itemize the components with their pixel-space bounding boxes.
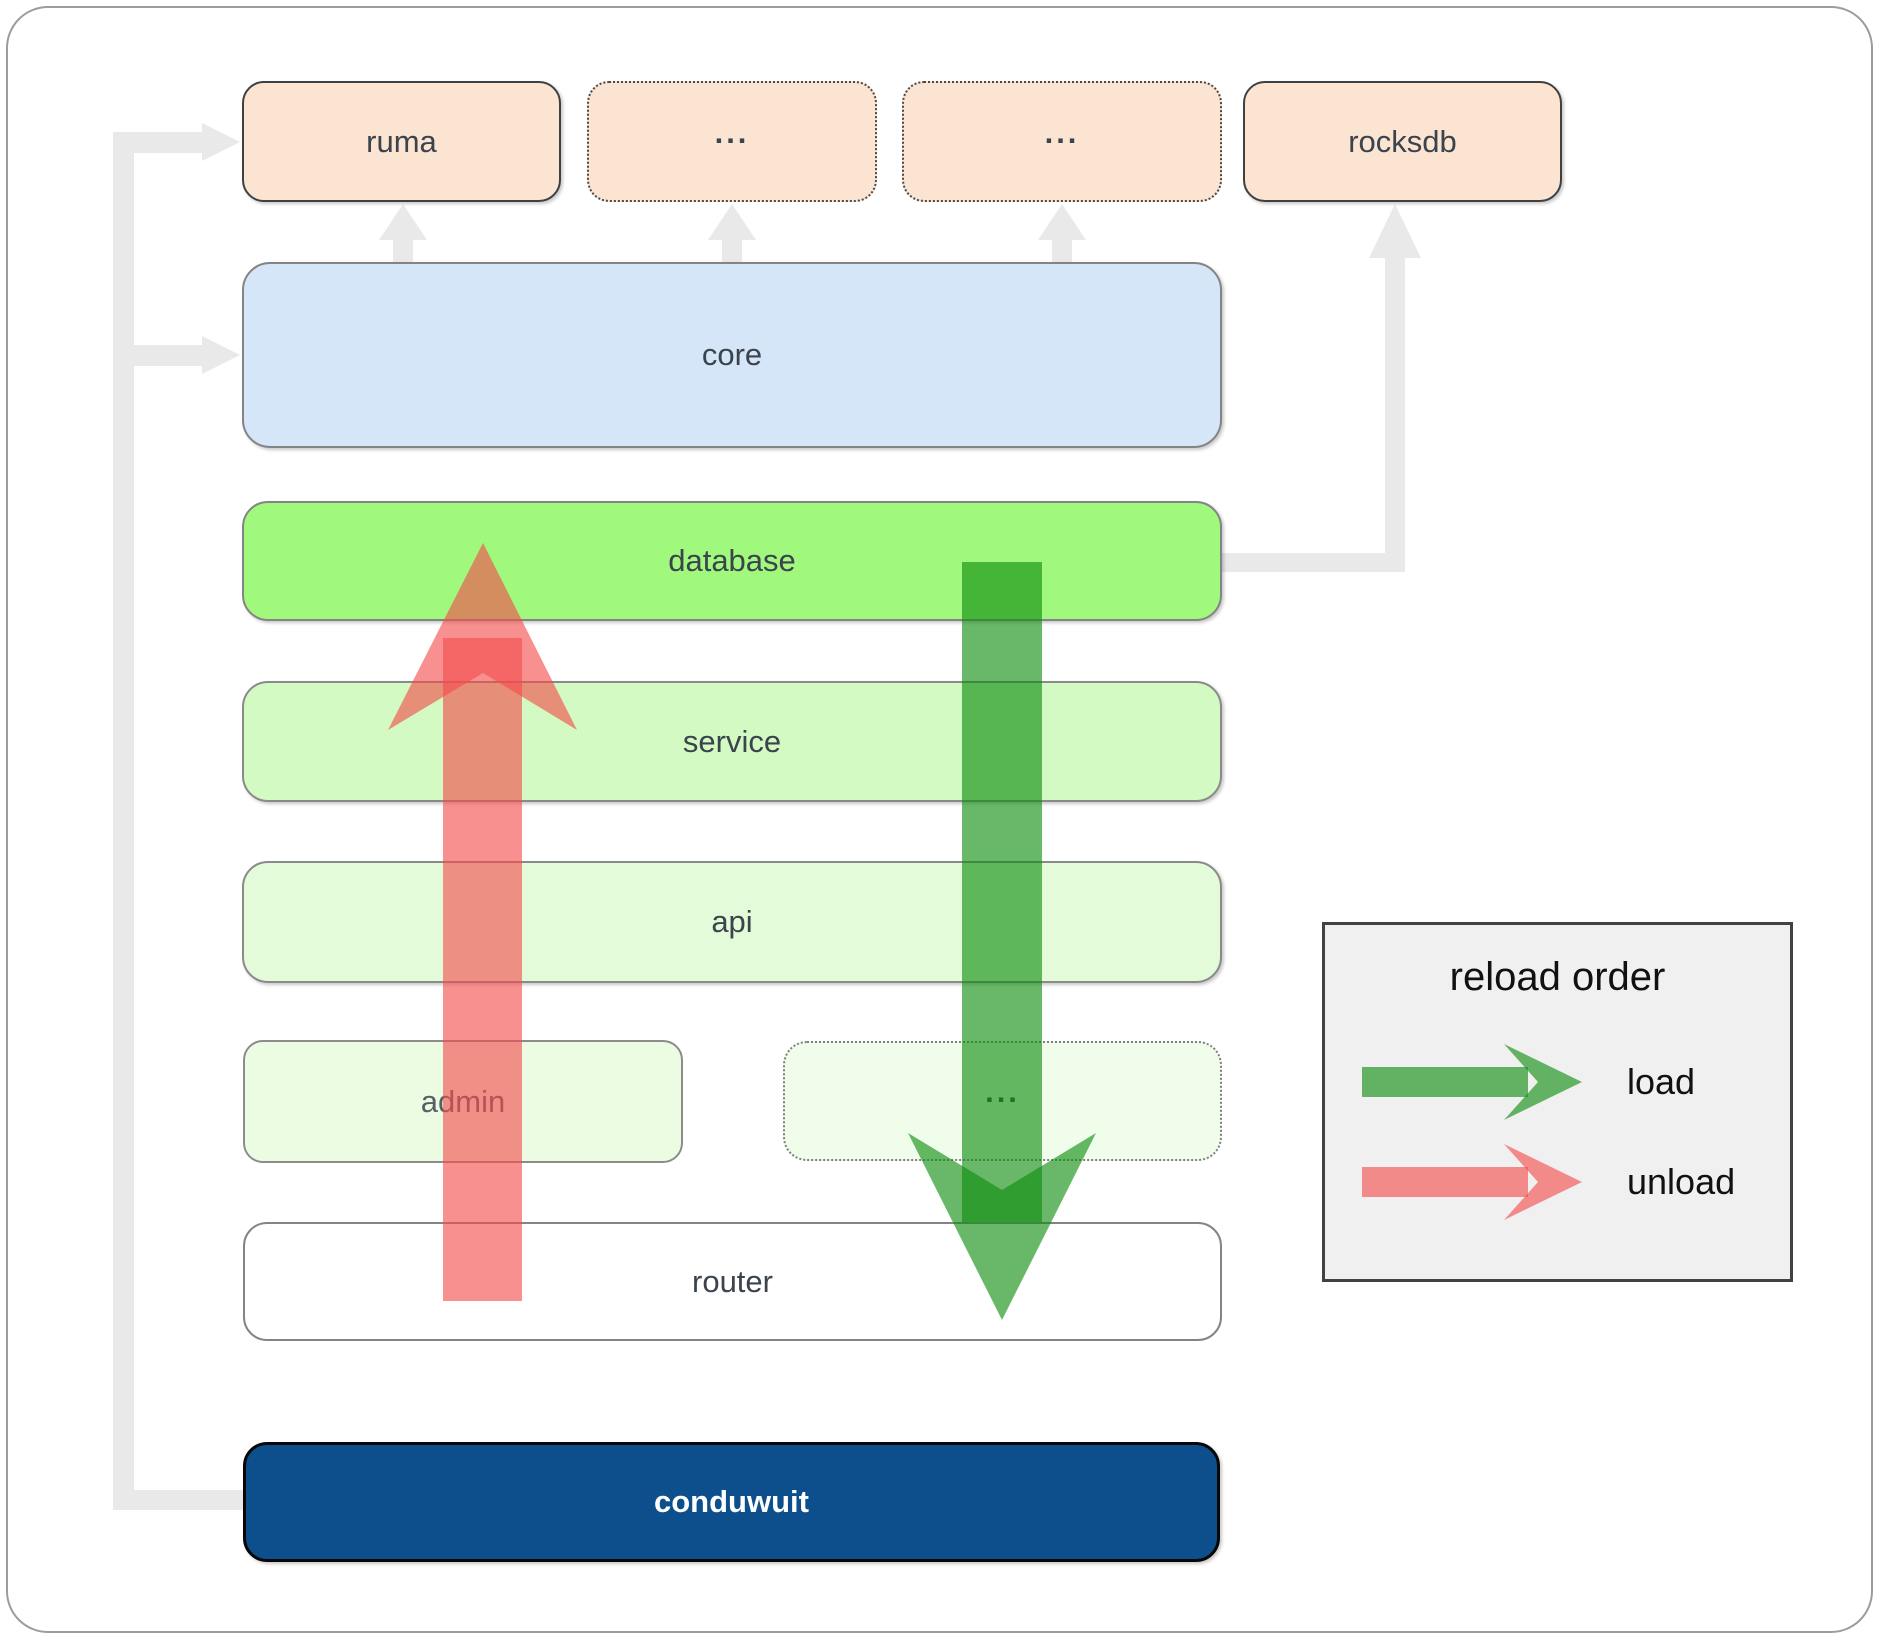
arrowhead-core-to-ext2-icon [1038,204,1086,240]
box-service: service [242,681,1222,802]
box-admin: admin [243,1040,683,1163]
box-api-label: api [711,904,753,939]
box-admin-label: admin [420,1083,506,1119]
connector-database-rocksdb-horizontal [1222,553,1395,572]
box-rocksdb-label: rocksdb [1348,123,1457,159]
arrowhead-core-to-ext1-icon [708,204,756,240]
arrowhead-to-core-icon [202,336,240,374]
box-service-label: service [682,723,782,759]
legend-load-label: load [1627,1061,1696,1102]
connector-core-ruma [393,239,413,263]
arrowhead-to-rocksdb-icon [1369,204,1421,258]
arrowhead-core-to-ruma-icon [379,204,427,240]
connector-branch-core [134,345,202,366]
legend-title: reload order [1449,955,1666,999]
box-api: api [242,861,1222,983]
box-conduwuit: conduwuit [243,1442,1220,1562]
connector-core-ext1 [722,239,742,263]
box-database: database [242,501,1222,621]
box-core-label: core [701,337,763,372]
connector-trunk-left [113,132,134,1510]
box-ellipsis-1: ... [587,81,877,202]
box-ellipsis-3: ... [783,1041,1222,1161]
legend-unload-label: unload [1627,1161,1736,1202]
connector-core-ext2 [1052,239,1072,263]
diagram-border [6,6,1873,1633]
box-database-label: database [668,543,796,578]
connector-database-rocksdb-vertical [1385,258,1405,572]
legend-reload-order: reload order [1322,922,1793,1282]
connector-branch-ruma [134,132,202,153]
box-ellipsis-3-label: ... [985,1074,1020,1109]
box-core: core [242,262,1222,448]
box-router: router [243,1222,1222,1341]
box-router-label: router [692,1263,773,1299]
box-ellipsis-1-label: ... [714,114,750,150]
box-ruma-label: ruma [366,123,437,159]
box-ruma: ruma [242,81,561,202]
arrowhead-to-ruma-icon [202,123,240,161]
connector-branch-conduwuit [113,1490,243,1510]
box-ellipsis-2: ... [902,81,1222,202]
box-rocksdb: rocksdb [1243,81,1562,202]
box-ellipsis-2-label: ... [1044,114,1080,150]
box-conduwuit-label: conduwuit [654,1484,809,1519]
